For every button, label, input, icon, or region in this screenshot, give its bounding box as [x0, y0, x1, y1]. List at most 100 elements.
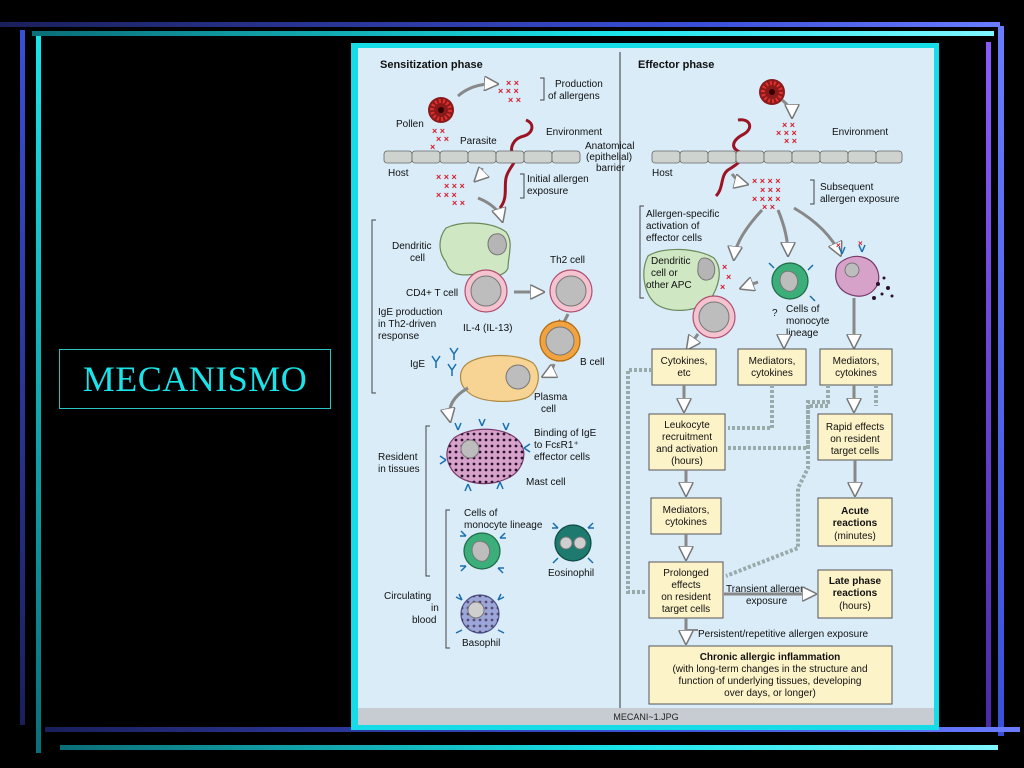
circulating-label-2: in [431, 603, 439, 614]
b-cell-label: B cell [580, 357, 604, 368]
pollen-icon [428, 97, 454, 123]
circulating-label-1: Circulating [384, 591, 431, 602]
effector-monocyte-label-2: monocyte [786, 316, 830, 327]
effector-monocyte-label-1: Cells of [786, 304, 820, 315]
svg-text:× ×: × × [452, 198, 465, 208]
box-mediators3-line-1: Mediators, [663, 505, 710, 516]
box-prolonged-line-4: target cells [662, 604, 710, 615]
box-late-phase: Late phase reactions (hours) [817, 569, 893, 619]
svg-text:×: × [430, 142, 435, 152]
ige-production-label-2: in Th2-driven [378, 319, 436, 330]
production-label-1: Production [555, 79, 603, 90]
persistent-label: Persistent/repetitive allergen exposure [698, 629, 869, 640]
svg-text:× ×: × × [506, 78, 519, 88]
svg-text:× × × ×: × × × × [752, 194, 781, 204]
mast-cell-icon [439, 418, 531, 492]
box-prolonged-line-2: effects [671, 580, 700, 591]
monocyte-label-1: Cells of [464, 508, 498, 519]
eosinophil-label: Eosinophil [548, 568, 594, 579]
ige-production-label-3: response [378, 331, 420, 342]
box-chronic-line-3: function of underlying tissues, developi… [679, 676, 862, 687]
box-acute-line-1: Acute [841, 506, 869, 517]
box-late-line-1: Late phase [829, 576, 882, 587]
circulating-label-3: blood [412, 615, 436, 626]
effector-heading: Effector phase [638, 59, 714, 71]
initial-exposure-label-2: exposure [527, 186, 569, 197]
flow-arrows [684, 385, 855, 642]
figure-caption: MECANI~1.JPG [613, 712, 678, 722]
box-mediators3-line-2: cytokines [665, 517, 707, 528]
barrier-label-2: (epithelial) [586, 152, 632, 163]
svg-text:× × ×: × × × [760, 185, 781, 195]
box-late-line-2: reactions [833, 588, 878, 599]
parasite-label: Parasite [460, 136, 497, 147]
binding-label-1: Binding of IgE [534, 428, 597, 439]
effector-monocyte-icon [768, 262, 816, 302]
environment-label: Environment [546, 127, 602, 138]
svg-text:× ×: × × [436, 134, 449, 144]
box-mediators-cytokines-1: Mediators, cytokines [737, 348, 807, 386]
svg-text:× ×: × × [784, 136, 797, 146]
box-leukocyte-line-1: Leukocyte [664, 420, 710, 431]
svg-text:×: × [722, 262, 727, 272]
effector-dendritic-label-2: cell or [651, 268, 678, 279]
eosinophil-icon [552, 522, 594, 564]
box-acute-line-2: reactions [833, 518, 878, 529]
box-leukocyte-line-3: and activation [656, 444, 718, 455]
initial-exposure-label-1: Initial allergen [527, 174, 589, 185]
th2-label: Th2 cell [550, 255, 585, 266]
box-mediators1-line-2: cytokines [751, 368, 793, 379]
svg-text:× × ×: × × × [436, 190, 457, 200]
monocyte-cell-icon [460, 530, 506, 574]
barrier-label-1: Anatomical [585, 141, 634, 152]
svg-text:× × ×: × × × [776, 128, 797, 138]
box-mediators-cytokines-3: Mediators, cytokines [650, 497, 722, 535]
binding-label-3: effector cells [534, 452, 590, 463]
box-rapid-line-3: target cells [831, 446, 879, 457]
monocyte-label-2: monocyte lineage [464, 520, 543, 531]
host-label-left: Host [388, 168, 409, 179]
box-rapid-line-1: Rapid effects [826, 422, 884, 433]
dendritic-label-2: cell [410, 253, 425, 264]
subsequent-label-2: allergen exposure [820, 194, 900, 205]
effector-dendritic-label-3: other APC [646, 280, 692, 291]
box-cytokines-line-2: etc [677, 368, 690, 379]
il4-label: IL-4 (IL-13) [463, 323, 512, 334]
ige-antibody-icons [431, 347, 459, 376]
resident-label-1: Resident [378, 452, 418, 463]
transient-label-2: exposure [746, 596, 788, 607]
svg-text:× × ×: × × × [436, 172, 457, 182]
allergen-cluster-apc: ××× [720, 262, 731, 292]
box-prolonged-effects: Prolonged effects on resident target cel… [648, 561, 724, 619]
svg-text:× ×: × × [508, 95, 521, 105]
subsequent-label-1: Subsequent [820, 182, 874, 193]
frame-bar-top-blue [0, 22, 1000, 27]
figure-background [358, 48, 934, 725]
transient-label-1: Transient allergen [726, 584, 806, 595]
epithelial-barrier-left [383, 150, 581, 164]
resident-label-2: in tissues [378, 464, 420, 475]
epithelial-barrier-right [651, 150, 903, 164]
basophil-icon [455, 593, 505, 634]
frame-bar-bottom-cyan [60, 745, 998, 750]
box-chronic-inflammation: Chronic allergic inflammation (with long… [648, 645, 893, 705]
box-mediators1-line-1: Mediators, [749, 356, 796, 367]
box-cytokines-line-1: Cytokines, [661, 356, 708, 367]
ige-production-label-1: IgE production [378, 307, 443, 318]
svg-text:× ×: × × [782, 120, 795, 130]
frame-bar-right-violet [986, 42, 991, 728]
box-prolonged-line-3: on resident [661, 592, 711, 603]
box-acute-reactions: Acute reactions (minutes) [817, 497, 893, 547]
frame-bar-left-cyan [36, 36, 41, 753]
allergen-cluster-top: × ×× × ×× × [498, 78, 521, 105]
svg-text:×: × [726, 272, 731, 282]
allergen-cluster-effector-host: × × × ×× × ×× × × ×× × [752, 176, 781, 212]
barrier-label-3: barrier [596, 163, 626, 174]
plasma-label-1: Plasma [534, 392, 568, 403]
box-leukocyte-recruitment: Leukocyte recruitment and activation (ho… [648, 413, 726, 471]
frame-bar-right-blue [998, 26, 1004, 736]
plasma-label-2: cell [541, 404, 556, 415]
dashed-flow-paths [626, 368, 878, 594]
box-chronic-line-1: Chronic allergic inflammation [700, 652, 841, 663]
activation-label-3: effector cells [646, 233, 702, 244]
